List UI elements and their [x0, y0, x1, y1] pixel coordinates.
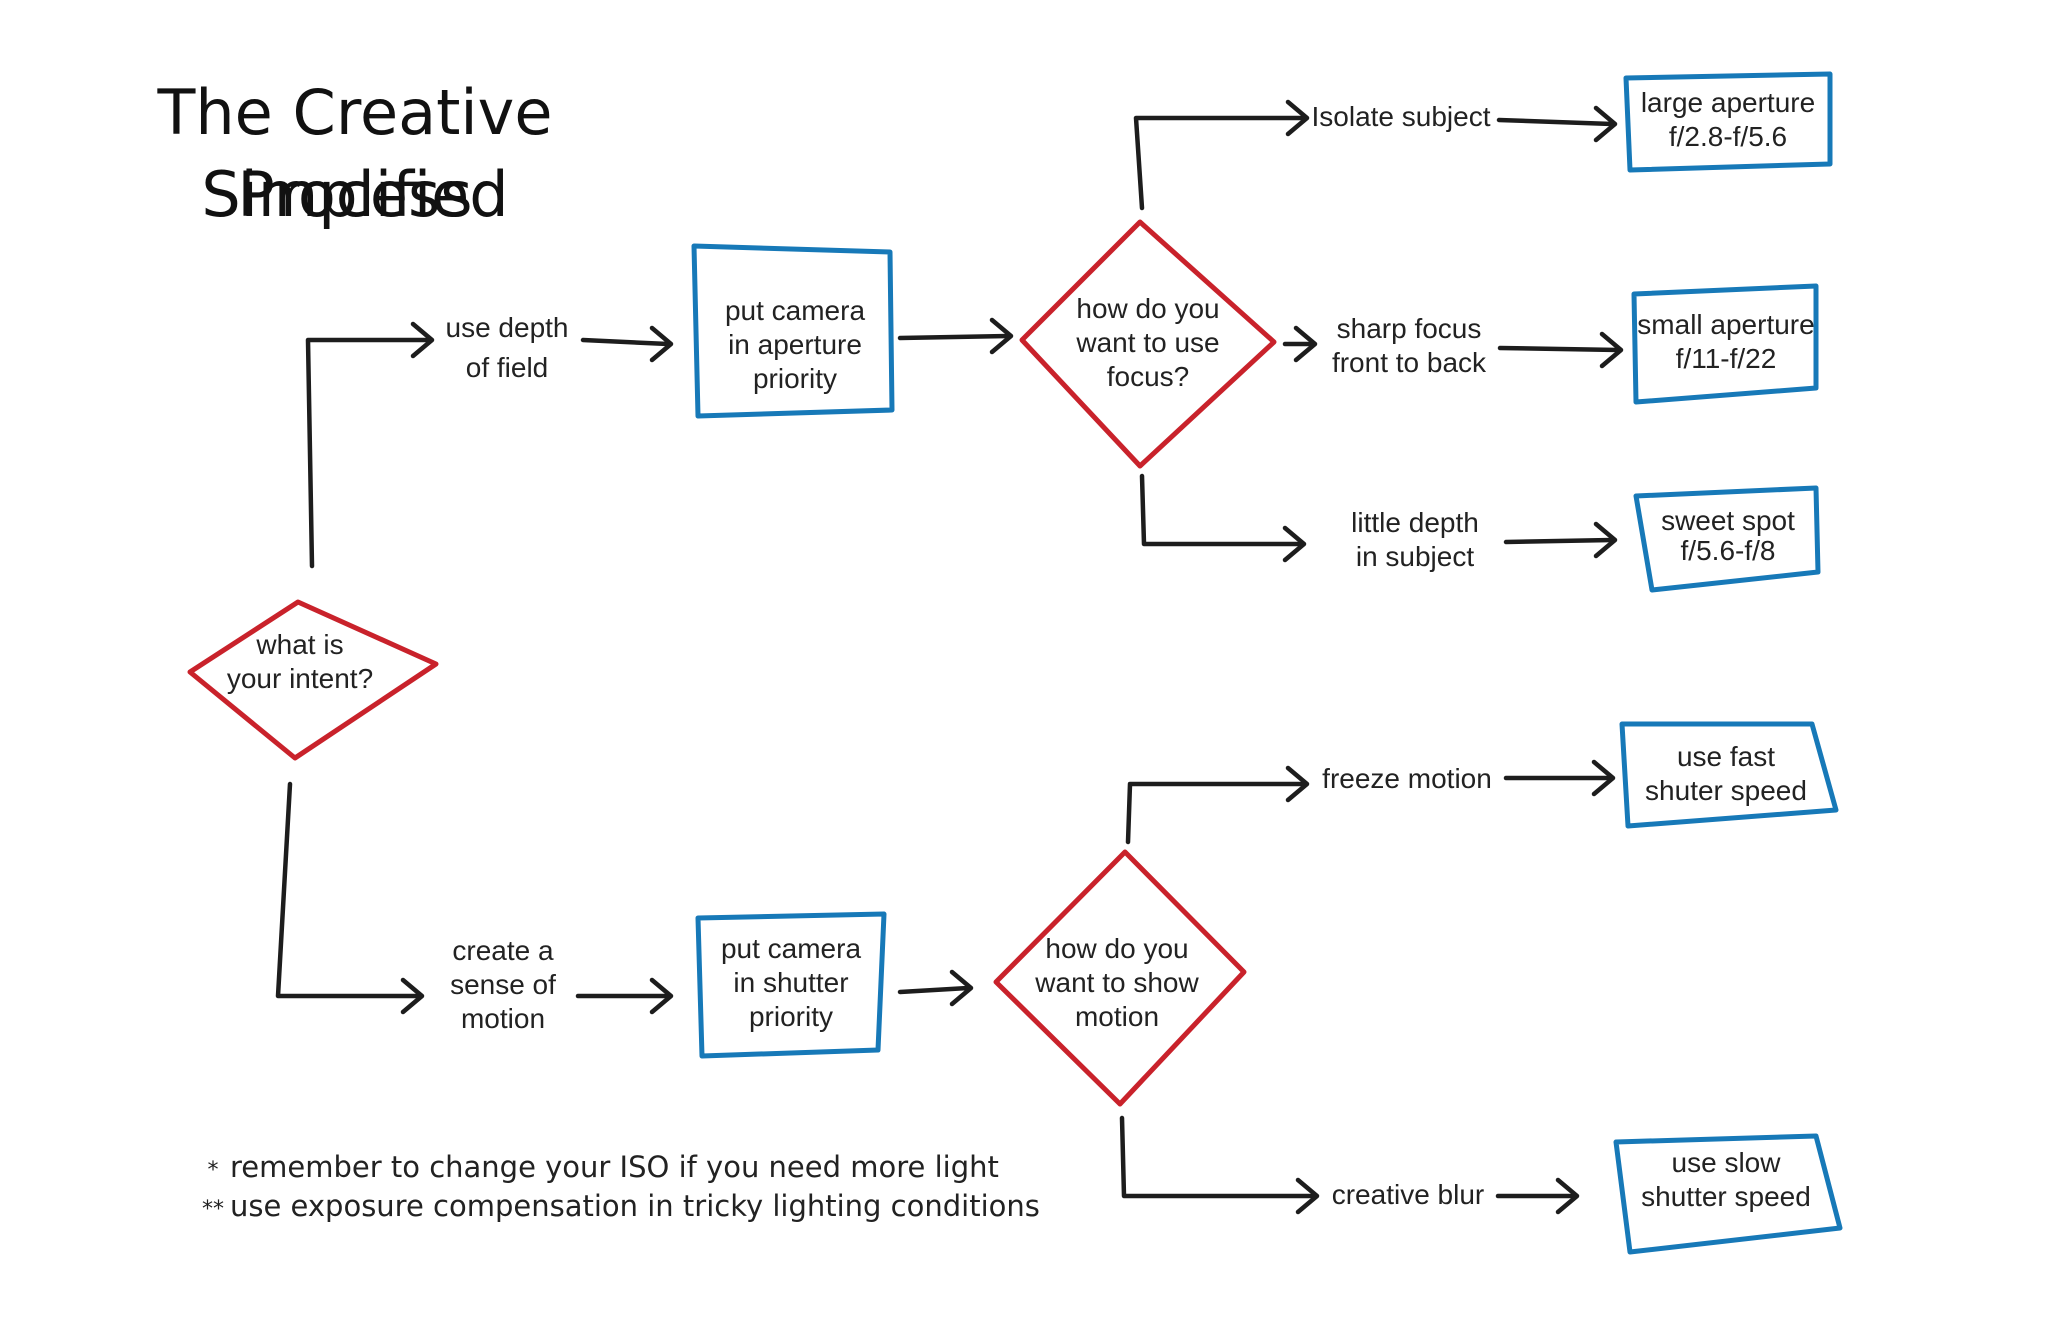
arrowhead	[1285, 765, 1310, 803]
arrowhead	[410, 321, 435, 359]
arrowhead	[1593, 105, 1618, 143]
action-box-fast-shutter	[1619, 721, 1839, 829]
arrowhead	[1599, 331, 1624, 369]
connector-sharp-to-small	[1497, 345, 1621, 353]
decision-diamond-focus	[1019, 219, 1277, 469]
arrowhead	[1591, 759, 1616, 797]
connector-little-to-sweet	[1503, 537, 1615, 545]
arrowhead	[1282, 525, 1307, 563]
branch-freeze-motion: freeze motion	[1322, 763, 1492, 794]
footnote-text: remember to change your ISO if you need …	[230, 1150, 999, 1184]
action-box-sweet-spot	[1633, 485, 1821, 593]
footnote-text: use exposure compensation in tricky ligh…	[230, 1189, 1040, 1223]
connector-focus-to-little	[1139, 473, 1305, 547]
connector-intent-to-depth	[305, 337, 431, 569]
connector-motion-to-freeze	[1125, 781, 1308, 845]
decision-diamond-motion	[993, 849, 1247, 1107]
arrowhead	[400, 977, 425, 1015]
connector-shutter-to-motion	[897, 985, 971, 995]
connector-intent-to-motion	[275, 781, 423, 999]
arrowhead	[1285, 99, 1310, 137]
connector-focus-to-isolate	[1133, 115, 1308, 211]
arrowhead	[649, 325, 674, 363]
connector-depth-to-aperture	[580, 337, 671, 347]
arrowhead	[649, 977, 674, 1015]
action-box-aperture-priority	[691, 243, 895, 419]
footnote-iso: * remember to change your ISO if you need…	[196, 1150, 999, 1184]
branch-creative-blur: creative blur	[1331, 1179, 1485, 1210]
connector-isolate-to-large	[1496, 117, 1615, 127]
connector-motion-to-blur	[1119, 1115, 1318, 1199]
diagram-title-line-2: Simplified	[201, 158, 509, 231]
arrowhead	[1295, 1177, 1320, 1215]
arrowhead	[1593, 521, 1618, 559]
arrowhead	[1555, 1177, 1580, 1215]
arrowhead	[1293, 325, 1318, 363]
action-box-small-aperture	[1631, 283, 1819, 405]
action-box-shutter-priority	[695, 911, 887, 1059]
action-box-large-aperture	[1623, 71, 1833, 173]
footnote-marker: **	[202, 1197, 224, 1222]
connector-aperture-to-focus	[897, 333, 1011, 341]
footnote-marker: *	[207, 1158, 219, 1183]
action-box-slow-shutter	[1613, 1133, 1843, 1255]
diagram-title-line-1: The Creative Process	[157, 76, 553, 231]
arrowhead	[989, 317, 1014, 355]
decision-diamond-intent	[187, 599, 439, 761]
footnote-exposure: **use exposure compensation in tricky li…	[196, 1189, 1040, 1223]
arrowhead	[949, 969, 974, 1007]
branch-isolate-subject: Isolate subject	[1311, 101, 1491, 132]
